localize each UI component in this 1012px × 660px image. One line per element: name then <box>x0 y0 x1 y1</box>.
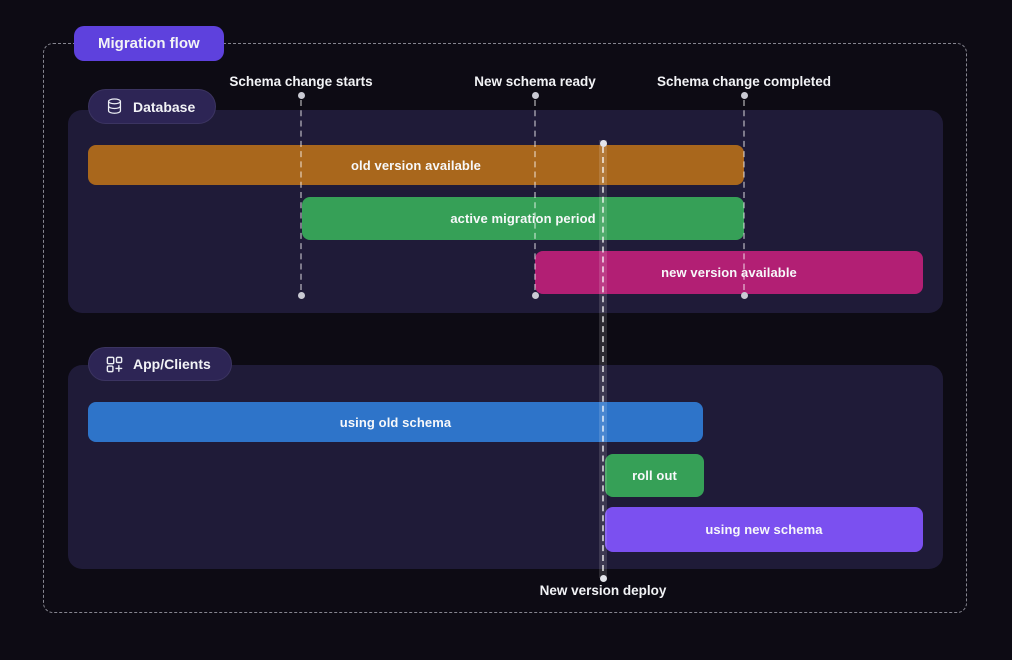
marker-dashed-line <box>534 100 536 290</box>
app-clients-pill-label: App/Clients <box>133 356 211 372</box>
database-pill-label: Database <box>133 98 196 115</box>
database-icon <box>105 97 124 116</box>
marker-dot-icon <box>531 291 539 299</box>
bar-new-version-available: new version available <box>535 251 923 294</box>
marker-dot-icon <box>531 91 539 99</box>
app-clients-pill: App/Clients <box>88 347 232 381</box>
bar-using-new-schema: using new schema <box>605 507 923 552</box>
bar-label: active migration period <box>450 211 596 226</box>
marker-dot-icon <box>599 139 607 147</box>
marker-dashed-line <box>300 100 302 290</box>
bar-label: old version available <box>351 157 481 173</box>
bar-old-version-available: old version available <box>88 145 744 185</box>
diagram-frame <box>43 43 967 613</box>
bar-label: new version available <box>661 265 797 280</box>
marker-dot-icon <box>599 574 607 582</box>
deploy-label: New version deploy <box>539 583 667 598</box>
deploy-dashed-line <box>602 147 604 571</box>
apps-icon <box>105 355 124 374</box>
bar-active-migration-period: active migration period <box>302 197 744 240</box>
marker-dot-icon <box>297 91 305 99</box>
marker-dot-icon <box>740 291 748 299</box>
bar-roll-out: roll out <box>605 454 704 497</box>
marker-label: New schema ready <box>474 74 596 89</box>
database-pill: Database <box>88 89 217 124</box>
diagram-title: Migration flow <box>98 35 200 52</box>
bar-label: roll out <box>632 468 677 483</box>
bar-label: using new schema <box>705 522 823 537</box>
bar-using-old-schema: using old schema <box>88 402 703 442</box>
marker-label: Schema change starts <box>229 74 373 89</box>
marker-dashed-line <box>743 100 745 290</box>
marker-dot-icon <box>297 291 305 299</box>
marker-label: Schema change completed <box>656 74 832 89</box>
bar-label: using old schema <box>339 414 452 430</box>
diagram-title-badge: Migration flow <box>74 26 224 61</box>
marker-dot-icon <box>740 91 748 99</box>
